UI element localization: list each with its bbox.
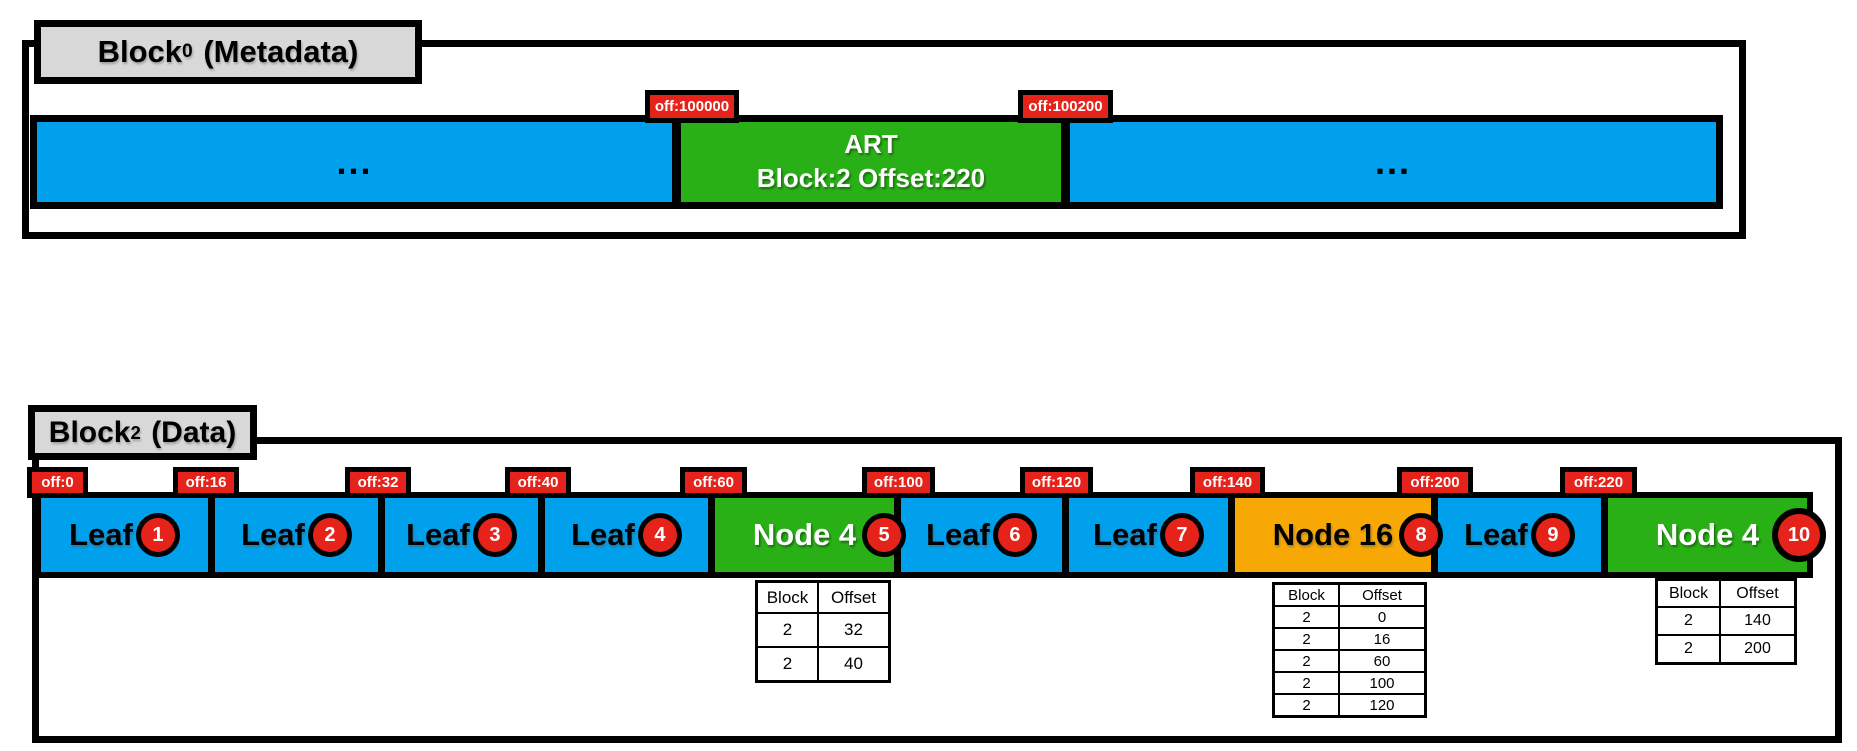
table-header-block: Block	[755, 580, 819, 614]
offset-tag-0: off:0	[27, 467, 88, 498]
offset-tag-200: off:200	[1397, 467, 1473, 498]
segment-leaf-4: Leaf 4	[545, 498, 708, 572]
badge-9: 9	[1530, 513, 1575, 557]
table-row: 2 140	[1655, 606, 1797, 636]
offset-tag-60: off:60	[680, 467, 747, 498]
node4-10-children-table: Block Offset 2 140 2 200	[1655, 578, 1797, 665]
table-header-block: Block	[1272, 582, 1340, 607]
offset-tag-140: off:140	[1190, 467, 1265, 498]
offset-tag-100: off:100	[862, 467, 935, 498]
block2-byte-bar: Leaf 1 Leaf 2 Leaf 3 Leaf 4 Node 4 5 Lea…	[35, 492, 1826, 578]
segment-leaf-6: Leaf 6	[901, 498, 1062, 572]
table-header-offset: Offset	[817, 580, 891, 614]
art-location: Block:2 Offset:220	[756, 163, 986, 193]
node4-5-children-table: Block Offset 2 32 2 40	[755, 580, 891, 683]
table-header-block: Block	[1655, 578, 1721, 608]
badge-3: 3	[472, 513, 517, 557]
segment-leaf-9: Leaf 9	[1438, 498, 1601, 572]
segment-art-pointer: ART Block:2 Offset:220	[681, 122, 1061, 202]
segment-node16-8: Node 16 8	[1235, 498, 1443, 572]
offset-tag-100000: off:100000	[645, 90, 739, 123]
block0-label-name: Block	[97, 34, 183, 69]
segment-metadata-left: ...	[37, 122, 672, 202]
art-title: ART	[844, 129, 898, 160]
offset-tag-40: off:40	[505, 467, 571, 498]
offset-tag-220: off:220	[1560, 467, 1637, 498]
ellipsis-left: ...	[336, 141, 373, 182]
segment-node4-5: Node 4 5	[715, 498, 906, 572]
segment-metadata-right: ...	[1070, 122, 1716, 202]
art-pointer-text: ART Block:2 Offset:220	[757, 128, 985, 196]
badge-10: 10	[1772, 508, 1826, 562]
block2-label-name: Block	[48, 415, 131, 449]
badge-4: 4	[637, 513, 682, 557]
block0-container	[22, 40, 1746, 239]
block2-label-suffix: (Data)	[151, 415, 237, 449]
offset-tag-16: off:16	[173, 467, 239, 498]
segment-leaf-7: Leaf 7	[1069, 498, 1228, 572]
block2-container	[32, 437, 1842, 743]
badge-2: 2	[307, 513, 352, 557]
table-row: 2 32	[755, 612, 891, 648]
badge-7: 7	[1159, 513, 1204, 557]
block0-byte-bar: ... ART Block:2 Offset:220 ...	[30, 115, 1723, 209]
table-row: 2 200	[1655, 634, 1797, 665]
ellipsis-right: ...	[1374, 141, 1411, 182]
badge-6: 6	[992, 513, 1037, 557]
badge-5: 5	[862, 513, 906, 557]
offset-tag-120: off:120	[1020, 467, 1093, 498]
table-row: 2 0	[1272, 605, 1427, 629]
table-row: 2 16	[1272, 627, 1427, 651]
table-row: 2 120	[1272, 693, 1427, 718]
segment-leaf-2: Leaf 2	[215, 498, 378, 572]
table-row: 2 100	[1272, 671, 1427, 695]
offset-tag-32: off:32	[345, 467, 411, 498]
segment-leaf-1: Leaf 1	[41, 498, 208, 572]
segment-leaf-3: Leaf 3	[385, 498, 538, 572]
node16-8-children-table: Block Offset 2 0 2 16 2 60 2 100 2 120	[1272, 582, 1427, 718]
block0-label-suffix: (Metadata)	[203, 34, 359, 69]
table-header-offset: Offset	[1338, 582, 1427, 607]
table-header-offset: Offset	[1719, 578, 1797, 608]
badge-8: 8	[1399, 513, 1443, 557]
offset-tag-100200: off:100200	[1018, 90, 1113, 123]
table-row: 2 60	[1272, 649, 1427, 673]
table-row: 2 40	[755, 646, 891, 683]
segment-node4-10: Node 4 10	[1608, 498, 1826, 572]
badge-1: 1	[135, 513, 180, 557]
